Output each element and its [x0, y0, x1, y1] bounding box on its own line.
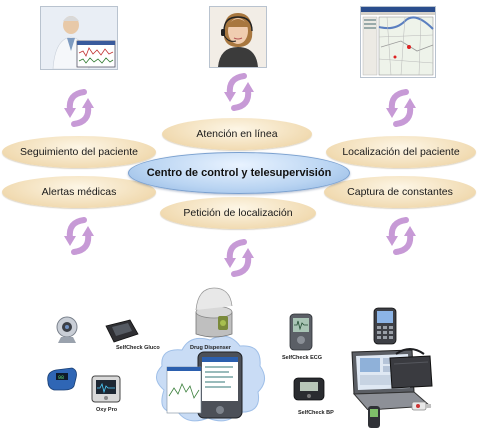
node-localizacion: Localización del paciente: [326, 136, 476, 168]
webcam-device: [56, 316, 78, 343]
sync-arrows-icon: [64, 89, 94, 127]
drug-dispenser-label: Drug Dispenser: [190, 345, 231, 351]
control-center: Centro de control y telesupervisión: [128, 152, 350, 194]
ecg-device: [289, 313, 313, 351]
node-atencion-label: Atención en línea: [196, 128, 278, 140]
pda-device: [197, 351, 243, 419]
gluco-device: [105, 319, 139, 343]
node-peticion-label: Petición de localización: [183, 207, 293, 219]
usb-dongle-device: [411, 401, 431, 411]
bag-device: [389, 348, 433, 389]
sync-arrows-icon: [224, 73, 254, 111]
operator-photo: [209, 6, 267, 68]
control-center-label: Centro de control y telesupervisión: [146, 167, 332, 179]
doctor-photo: [40, 6, 118, 70]
bp-label: SelfCheck BP: [298, 410, 334, 416]
ecg-label: SelfCheck ECG: [282, 355, 323, 361]
node-peticion: Petición de localización: [160, 197, 316, 229]
drug-dispenser-device: [195, 287, 233, 338]
node-localizacion-label: Localización del paciente: [342, 146, 460, 158]
smartphone-device: [373, 307, 397, 345]
sync-arrows-icon: [64, 217, 94, 255]
map-screen-photo: [360, 6, 436, 78]
pulse-oximeter-device: 98: [47, 367, 77, 391]
mobile-phone-device: [368, 406, 380, 428]
sync-arrows-icon: [386, 89, 416, 127]
svg-text:98: 98: [58, 375, 64, 381]
sync-arrows-icon: [224, 239, 254, 277]
oxy-pro-device: [91, 375, 121, 403]
node-alertas-label: Alertas médicas: [41, 186, 117, 198]
node-captura-label: Captura de constantes: [347, 186, 453, 198]
bp-device: [293, 377, 325, 401]
node-alertas: Alertas médicas: [2, 176, 156, 208]
node-atencion: Atención en línea: [162, 118, 312, 150]
node-seguimiento-label: Seguimiento del paciente: [20, 146, 138, 158]
node-seguimiento: Seguimiento del paciente: [2, 136, 156, 168]
node-captura: Captura de constantes: [324, 176, 476, 208]
oxy-pro-label: Oxy Pro: [96, 407, 118, 413]
gluco-label: SelfCheck Gluco: [116, 345, 160, 351]
screenshot-window: [166, 366, 202, 414]
sync-arrows-icon: [386, 217, 416, 255]
